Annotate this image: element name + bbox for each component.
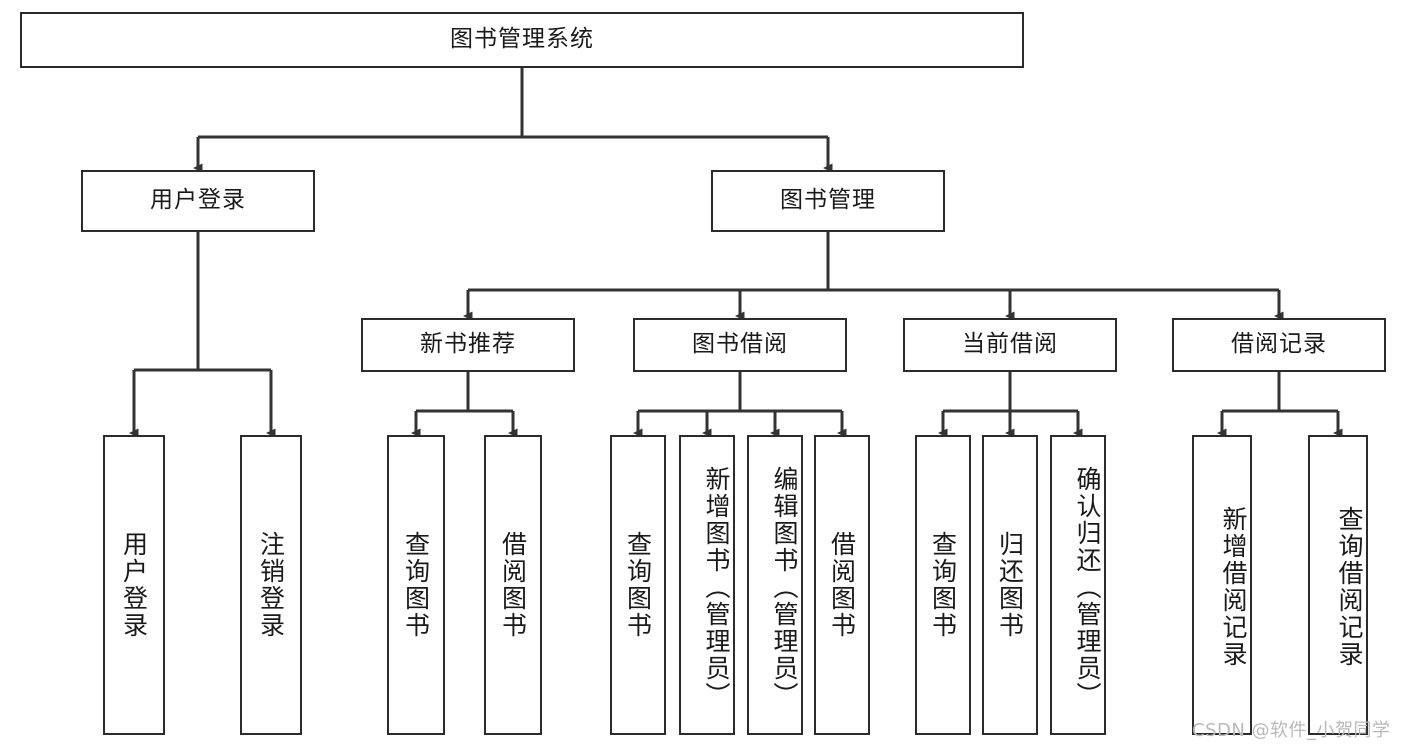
node-book-manage[interactable]: 图书管理 [711, 170, 945, 232]
node-leaf-user-login[interactable]: 用户登录 [103, 435, 165, 735]
node-current-borrow[interactable]: 当前借阅 [903, 318, 1117, 372]
node-label: 新增图书（管理员） [702, 465, 731, 709]
node-label: 确认归还（管理员） [1073, 465, 1102, 709]
node-label: 查询图书 [928, 531, 958, 639]
node-label: 借阅图书 [827, 531, 857, 639]
node-label: 新增借阅记录 [1219, 506, 1248, 668]
node-label: 查询借阅记录 [1335, 506, 1364, 668]
node-label: 编辑图书（管理员） [770, 465, 799, 709]
node-label: 用户登录 [150, 187, 246, 214]
node-label: 图书借阅 [692, 331, 788, 358]
node-label: 当前借阅 [962, 331, 1058, 358]
node-leaf-query-3[interactable]: 查询图书 [915, 435, 971, 735]
node-leaf-return[interactable]: 归还图书 [982, 435, 1038, 735]
node-label: 注销登录 [256, 531, 286, 639]
node-label: 借阅记录 [1231, 331, 1327, 358]
node-label: 新书推荐 [420, 331, 516, 358]
node-leaf-borrow-1[interactable]: 借阅图书 [484, 435, 542, 735]
node-label: 图书管理系统 [450, 26, 594, 53]
node-leaf-confirm[interactable]: 确认归还（管理员） [1050, 435, 1106, 735]
node-leaf-add-book[interactable]: 新增图书（管理员） [679, 435, 735, 735]
node-label: 图书管理 [780, 187, 876, 214]
node-root[interactable]: 图书管理系统 [20, 12, 1024, 68]
node-leaf-add-rec[interactable]: 新增借阅记录 [1192, 435, 1252, 735]
node-label: 借阅图书 [498, 531, 528, 639]
node-user-login[interactable]: 用户登录 [81, 170, 315, 232]
node-borrow-record[interactable]: 借阅记录 [1172, 318, 1386, 372]
node-label: 归还图书 [995, 531, 1025, 639]
node-new-book-rec[interactable]: 新书推荐 [361, 318, 575, 372]
node-book-borrow[interactable]: 图书借阅 [633, 318, 847, 372]
connector-lines [129, 68, 1343, 438]
node-leaf-query-1[interactable]: 查询图书 [387, 435, 445, 735]
node-label: 用户登录 [119, 531, 149, 639]
node-leaf-query-2[interactable]: 查询图书 [610, 435, 666, 735]
node-leaf-edit-book[interactable]: 编辑图书（管理员） [747, 435, 803, 735]
node-leaf-borrow-2[interactable]: 借阅图书 [814, 435, 870, 735]
node-label: 查询图书 [401, 531, 431, 639]
node-label: 查询图书 [623, 531, 653, 639]
node-leaf-query-rec[interactable]: 查询借阅记录 [1308, 435, 1368, 735]
node-leaf-logout[interactable]: 注销登录 [240, 435, 302, 735]
